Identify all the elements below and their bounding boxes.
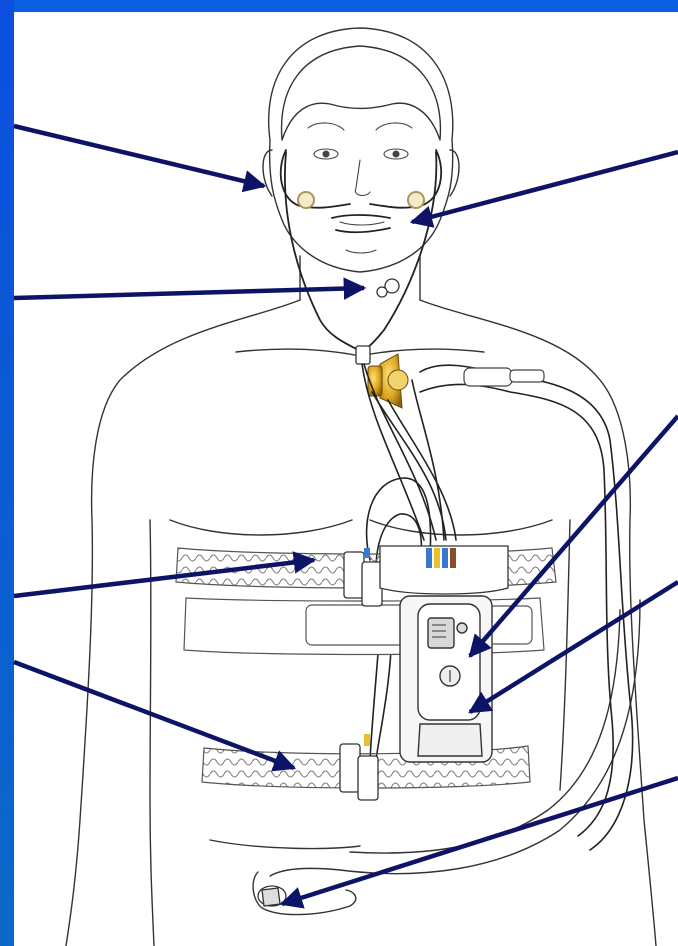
pointer-abdomen-belt [14, 662, 294, 768]
head [269, 28, 453, 272]
pointer-neck-sensor [14, 288, 364, 298]
nose [355, 160, 370, 195]
pointer-ear-lead [14, 126, 264, 186]
hair [282, 46, 441, 140]
connector-hub [380, 546, 508, 594]
abdomen-line [210, 840, 360, 848]
left-arm-inner [150, 520, 154, 946]
pointer-recorder-button [470, 416, 678, 656]
neck [300, 256, 420, 300]
recorder-device [400, 596, 492, 762]
right-ear [450, 150, 459, 196]
ear-sensors [298, 192, 424, 208]
pointer-nasal-cannula [412, 152, 678, 222]
mouth [340, 222, 384, 225]
chin [346, 250, 376, 253]
body-outline [66, 28, 656, 946]
pectoral-right [370, 520, 552, 535]
right-eyebrow [376, 123, 412, 130]
oximeter-connector [464, 368, 544, 386]
face [308, 123, 412, 253]
pectoral-left [170, 520, 352, 535]
pointer-finger-oximeter [282, 778, 678, 904]
left-eyebrow [308, 123, 344, 130]
